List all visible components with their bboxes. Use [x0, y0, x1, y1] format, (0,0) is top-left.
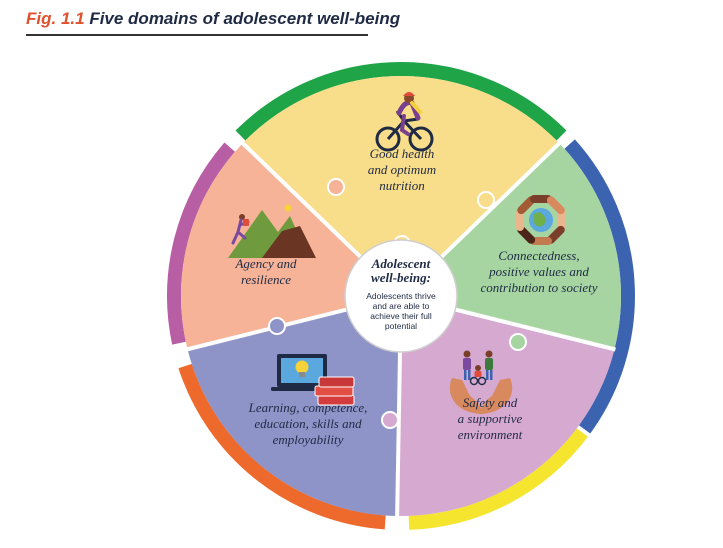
ring-safety — [408, 428, 588, 530]
domain-label-line: environment — [458, 427, 523, 442]
center-body-line: and are able to — [373, 301, 430, 311]
globe-land — [534, 212, 546, 227]
hand-shape — [558, 209, 566, 231]
domain-label-learning: Learning, competence,education, skills a… — [248, 400, 368, 447]
hand-shape — [530, 237, 552, 245]
ring-learning — [178, 363, 386, 530]
hands-holding-family-icon — [449, 350, 513, 414]
ring-health — [235, 62, 567, 141]
domain-label-line: Learning, competence, — [248, 400, 368, 415]
center-title-line: Adolescent — [371, 256, 431, 271]
domain-label-line: Safety and — [463, 395, 518, 410]
domain-label-line: resilience — [241, 272, 291, 287]
puzzle-tab — [381, 411, 399, 429]
center-body-line: achieve their full — [370, 311, 432, 321]
center-body-line: Adolescents thrive — [366, 291, 436, 301]
figure-title: Fig. 1.1 Five domains of adolescent well… — [26, 9, 400, 29]
domain-label-line: Good health — [370, 146, 435, 161]
sector-health — [242, 75, 560, 296]
mountain-climber-icon — [228, 204, 316, 258]
puzzle-tab — [477, 191, 495, 209]
figure-title-text: Five domains of adolescent well-being — [89, 9, 401, 28]
hand-shape — [546, 196, 565, 215]
domain-label-line: education, skills and — [254, 416, 362, 431]
cyclist-icon — [375, 92, 434, 152]
sector-safety — [397, 296, 615, 517]
hand-shape — [530, 195, 552, 203]
sector-learning — [187, 296, 401, 516]
center-body-line: potential — [385, 321, 417, 331]
outer-rings — [167, 62, 635, 530]
domain-label-line: positive values and — [488, 264, 589, 279]
puzzle-tab — [509, 333, 527, 351]
center-title-line: well-being: — [371, 270, 431, 285]
title-underline — [26, 34, 368, 36]
domain-label-line: a supportive — [458, 411, 523, 426]
ring-agency — [167, 142, 235, 345]
domain-label-line: Agency and — [234, 256, 297, 271]
domain-label-line: nutrition — [379, 178, 425, 193]
domain-label-line: employability — [273, 432, 344, 447]
laptop-lightbulb-books-icon — [271, 354, 355, 406]
joined-hands-globe-icon — [516, 195, 566, 245]
ring-connectedness — [564, 139, 635, 434]
puzzle-tab — [268, 317, 286, 335]
hand-shape — [516, 209, 524, 231]
puzzle-tab — [327, 178, 345, 196]
domain-label-line: contribution to society — [481, 280, 598, 295]
domain-label-line: and optimum — [368, 162, 436, 177]
center-disc — [344, 239, 458, 353]
domain-label-line: Connectedness, — [498, 248, 579, 263]
figure-number: Fig. 1.1 — [26, 9, 85, 28]
